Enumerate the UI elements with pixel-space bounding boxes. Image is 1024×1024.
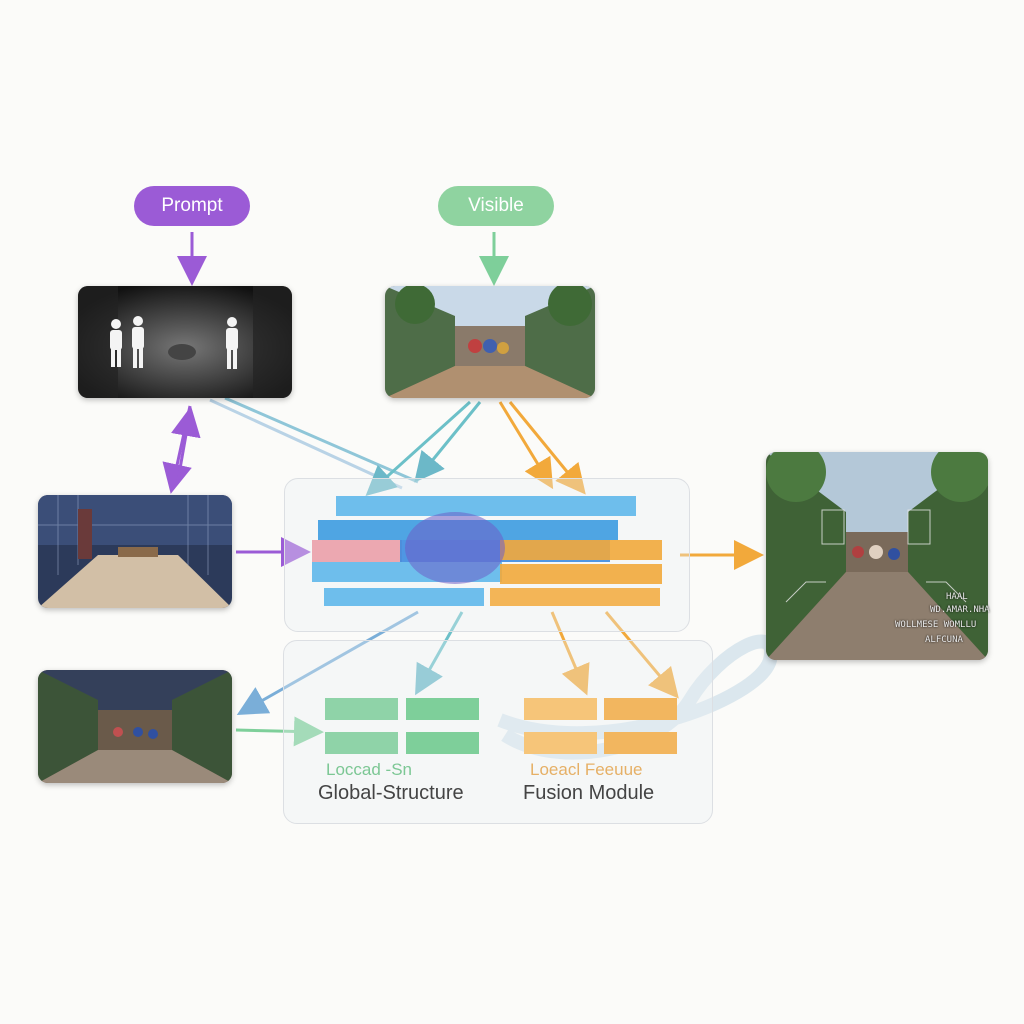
arrow-vis-to-fusion-2	[414, 401, 482, 483]
output-overlay-text-1: HAAL	[946, 592, 968, 602]
fusion-module-label: Fusion Module	[523, 782, 655, 804]
arrow-vis-to-fusion-3	[498, 401, 554, 490]
infrared-image	[78, 286, 292, 398]
arrow-ir-to-fusion-1	[209, 398, 403, 490]
arrow-vis-to-fusion-4	[508, 401, 586, 495]
local-sublabel: Loccad -Sn	[326, 760, 412, 779]
arrow-fusion-to-leftbot	[236, 610, 419, 715]
arrow-ir-to-left	[162, 405, 192, 494]
fusion-panel	[284, 478, 690, 632]
output-overlay-text-3: WOLLMESE WOMLLU	[895, 620, 977, 630]
visible-label: Visible	[438, 186, 554, 226]
visible-image	[385, 286, 595, 398]
arrow-vis-to-fusion-1	[365, 400, 472, 497]
prompt-label: Prompt	[134, 186, 250, 226]
global-structure-label: Global-Structure	[318, 782, 464, 804]
arrow-left-up	[171, 406, 201, 481]
output-fused-image	[766, 452, 988, 660]
arrow-fusion-to-global	[415, 611, 464, 696]
arrow-fusion-to-module-1	[550, 611, 590, 696]
street-feature-image	[38, 670, 232, 783]
fusion-sublabel: Loeacl Feeuue	[530, 760, 643, 779]
thermal-feature-image	[38, 495, 232, 608]
arrow-leftbot-to-global	[235, 716, 324, 747]
arrow-fusion-to-module-2	[604, 611, 679, 699]
output-overlay-text-4: ALFCUNA	[925, 635, 963, 645]
output-overlay-text-2: WD.AMAR.NHA	[930, 605, 990, 615]
arrow-ir-to-fusion-2	[224, 396, 419, 484]
